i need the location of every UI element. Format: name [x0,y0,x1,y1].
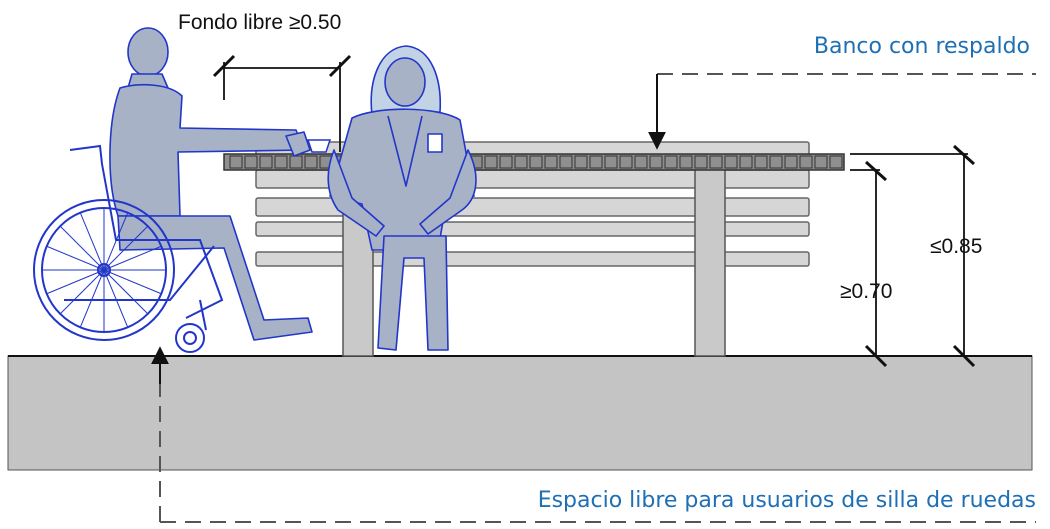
depth-dimension [212,54,352,152]
table-top [223,153,845,171]
table-slat [574,155,588,169]
table-slat [499,155,513,169]
seated-person-figure [327,45,477,351]
table-slat [739,155,753,169]
table-slat [649,155,663,169]
wheelchair [33,144,224,353]
table-slat [244,155,258,169]
table-slat [814,155,828,169]
min-height-label: ≥0.70 [840,280,893,303]
wheel-spoke [103,269,162,295]
clear-space-label: Espacio libre para usuarios de silla de … [537,488,1036,513]
table-slat [784,155,798,169]
table-slat [724,155,738,169]
table-slat [559,155,573,169]
wheel-spoke [59,225,105,271]
table-slat [229,155,243,169]
table-slat [829,155,843,169]
clear-space-callout-leader [151,346,1036,523]
wheel-spoke [103,269,149,315]
wheel-spoke [46,245,105,271]
height-dimensions [850,144,976,368]
table-slat [289,155,303,169]
wheel-spoke [79,269,105,328]
table-slat [619,155,633,169]
wheel-spoke [103,212,129,271]
table-slat [484,155,498,169]
table-slat [769,155,783,169]
table-slat [679,155,693,169]
table-slat [799,155,813,169]
table-slat [544,155,558,169]
table-slat [664,155,678,169]
table-slat [604,155,618,169]
table-slat [259,155,273,169]
table-slat [694,155,708,169]
bench-callout-leader [648,73,1036,150]
cup [306,139,332,153]
table-slat [304,155,318,169]
wheel-spoke [103,245,162,271]
wheel-spoke [59,269,105,315]
depth-label: Fondo libre ≥0.50 [178,11,342,34]
table-slat [754,155,768,169]
wheel-spoke [103,225,149,271]
table-slat [709,155,723,169]
wheel-spoke [46,269,105,295]
table-slat [274,155,288,169]
table-slat [589,155,603,169]
max-height-label: ≤0.85 [930,235,983,258]
wheelchair-user-figure [109,27,313,341]
table-slat [634,155,648,169]
ground [7,355,1033,471]
table-slat [529,155,543,169]
wheel-spoke [103,269,129,328]
bench-label: Banco con respaldo [813,34,1030,59]
wheel-spoke [79,212,105,271]
table-slat [514,155,528,169]
